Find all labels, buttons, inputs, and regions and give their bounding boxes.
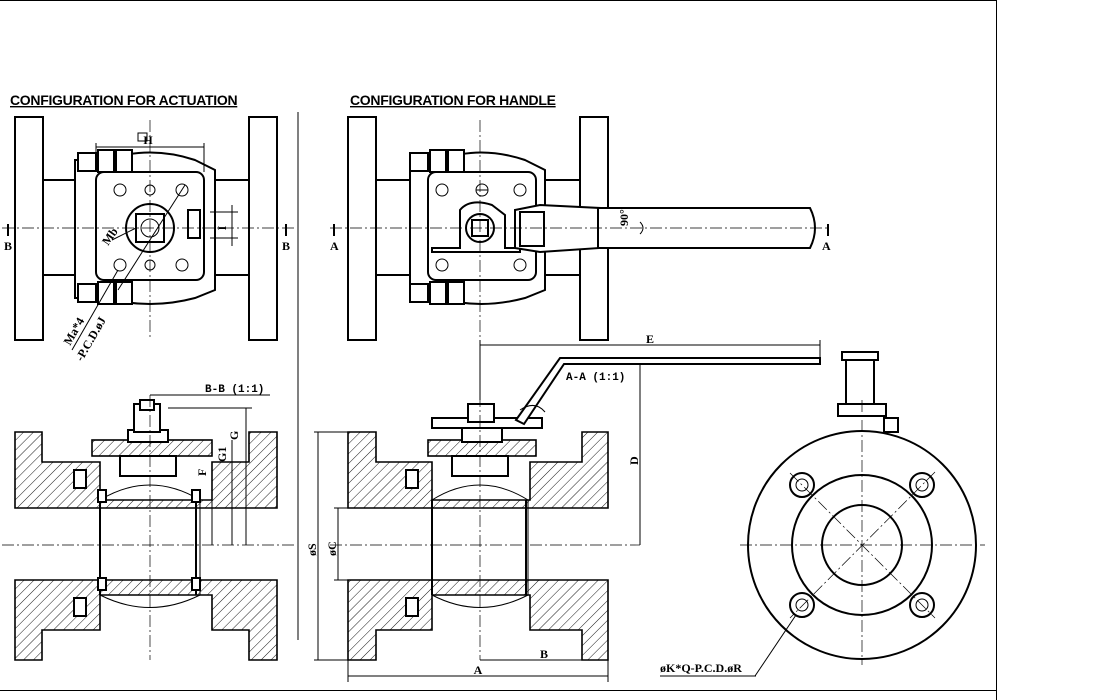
end-view xyxy=(660,351,985,677)
section-bb-view xyxy=(2,394,295,661)
bolt-note: øK*Q-P.C.D.øR xyxy=(660,661,742,675)
section-mark-b-right: B xyxy=(282,239,290,253)
section-aa-label: A-A (1:1) xyxy=(566,372,625,384)
section-aa-view xyxy=(314,340,821,682)
dim-b: B xyxy=(540,647,548,661)
handle-top-view xyxy=(330,116,830,341)
header-handle: CONFIGURATION FOR HANDLE xyxy=(350,92,556,108)
dim-g1: G1 xyxy=(215,447,229,462)
dim-h: H xyxy=(143,133,153,147)
dim-d: D xyxy=(627,456,641,465)
section-bb-label: B-B (1:1) xyxy=(205,384,264,396)
header-actuation: CONFIGURATION FOR ACTUATION xyxy=(10,92,237,108)
section-mark-a-right: A xyxy=(822,239,831,253)
dim-f: F xyxy=(195,469,209,476)
dim-a: A xyxy=(474,663,483,677)
dim-g: G xyxy=(227,431,241,440)
actuation-top-view xyxy=(2,116,295,351)
sheet-frame xyxy=(0,0,997,700)
dim-handle-angle: 90° xyxy=(617,209,631,226)
dim-s: øS xyxy=(305,543,319,556)
section-mark-b-left: B xyxy=(4,239,12,253)
dim-i: I xyxy=(215,225,229,230)
section-mark-a-left: A xyxy=(330,239,339,253)
dim-c: øC xyxy=(325,541,339,556)
dim-e: E xyxy=(646,332,654,346)
